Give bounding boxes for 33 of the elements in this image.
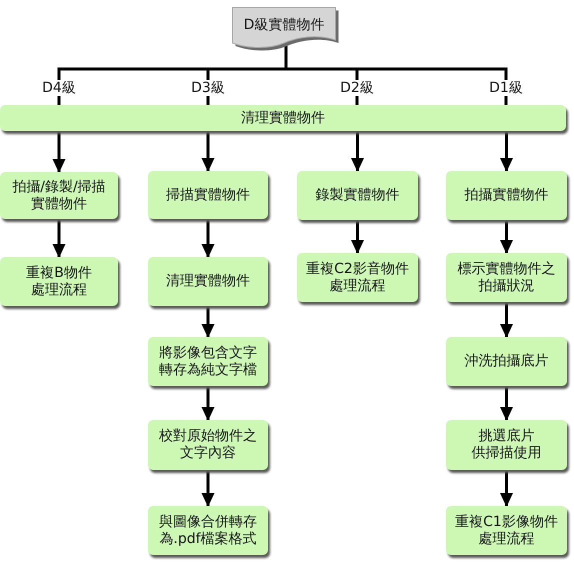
- arrow: [202, 131, 214, 172]
- arrow: [202, 219, 214, 258]
- arrow: [500, 220, 513, 254]
- process-box: 拍攝實體物件: [446, 171, 567, 220]
- process-box: 拍攝/錄製/掃描實體物件: [0, 172, 118, 219]
- process-box: 重複B物件處理流程: [0, 257, 118, 306]
- process-band: 清理實體物件: [0, 105, 566, 131]
- process-box: 重複C2影音物件處理流程: [297, 253, 418, 302]
- process-box: 將影像包含文字轉存為純文字檔: [148, 337, 268, 386]
- process-box: 標示實體物件之拍攝狀況: [446, 253, 567, 302]
- process-box: 重複C1影像物件處理流程: [446, 506, 567, 555]
- arrow: [351, 220, 364, 254]
- process-box: 沖洗拍攝底片: [446, 337, 567, 386]
- arrow: [202, 470, 214, 507]
- arrow: [52, 131, 66, 173]
- arrow: [500, 302, 513, 338]
- process-box: 與圖像合併轉存為.pdf檔案格式: [148, 506, 268, 555]
- edge-label: D4級: [41, 80, 77, 96]
- arrow: [351, 131, 364, 172]
- arrow: [202, 386, 214, 421]
- arrow: [500, 470, 513, 507]
- process-box: 錄製實體物件: [297, 171, 418, 220]
- arrow: [202, 306, 214, 338]
- edge-label: D3級: [190, 80, 226, 96]
- arrow: [52, 219, 66, 258]
- process-box: 校對原始物件之文字內容: [148, 420, 268, 470]
- arrow: [500, 131, 513, 172]
- process-box: 掃描實體物件: [148, 171, 268, 219]
- process-box: 清理實體物件: [148, 257, 268, 306]
- process-box: 挑選底片供掃描使用: [446, 420, 567, 470]
- arrow: [500, 386, 513, 421]
- edge-label: D1級: [488, 80, 524, 96]
- edge-label: D2級: [339, 80, 375, 96]
